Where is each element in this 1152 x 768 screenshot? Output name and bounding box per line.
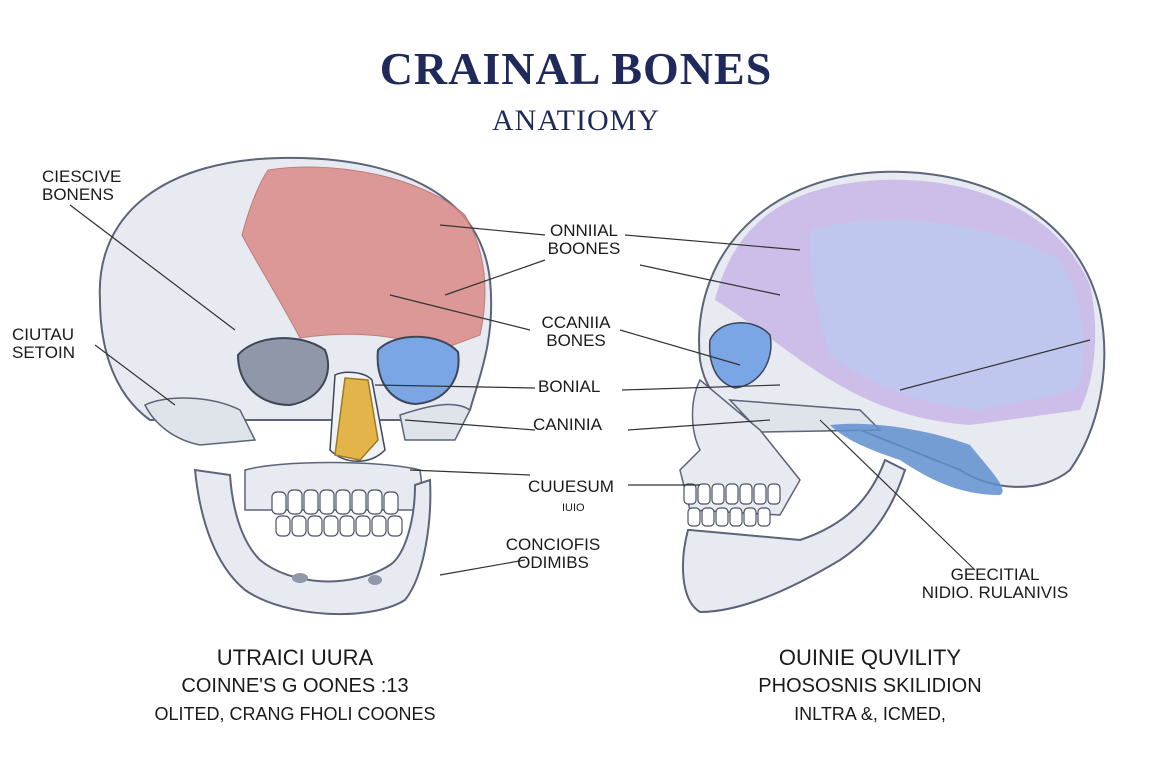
skull-base [830,423,1003,495]
lateral-face [679,378,801,516]
leader-lines [69,204,1091,576]
label-center-1-line1: ONNIIAL [549,221,619,240]
page-subtitle: ANATIOMY [492,104,660,137]
label-center-2: CCANIIA BONES [524,314,628,350]
caption-left-line3: OLITED, CRANG FHOLI COONES [154,704,436,724]
label-center-2-line2: BONES [546,331,606,350]
lateral-skull [679,170,1106,614]
lateral-orbit [708,322,772,389]
caption-right-line3: INLTRA &, ICMED, [794,704,946,724]
label-center-6: CONCIOFIS ODIMIBS [500,536,606,572]
caption-right-line1: OUINIE QUVILITY [778,645,962,670]
label-center-5-small: IUIO [562,502,585,514]
label-top-left-line2: BONENS [42,185,114,204]
label-right-line2: NIDIO. RULANIVIS [921,583,1069,602]
label-center-1: ONNIIAL BOONES [536,222,632,258]
label-top-left-line1: CIESCIVE [42,167,122,186]
label-mid-left-line1: CIUTAU [12,325,75,344]
caption-left: UTRAICI UURA COINNE'S G OONES :13 OLITED… [150,644,440,728]
label-center-5: CUUESUM [528,477,614,496]
caption-right: OUINIE QUVILITY PHOSOSNIS SKILIDION INLT… [720,644,1020,728]
caption-right-line2: PHOSOSNIS SKILIDION [758,675,982,697]
caption-left-line2: COINNE'S G OONES :13 [181,675,409,697]
label-right: GEECITIAL NIDIO. RULANIVIS [910,566,1080,602]
zygomatic-left [143,397,257,446]
parietal-inner-region [809,220,1084,410]
label-center-2-line1: CCANIIA [541,313,611,332]
nasal-bone [334,377,379,461]
label-mid-left: CIUTAU SETOIN [12,326,75,362]
mental-foramen [292,573,308,583]
front-skull [98,156,493,616]
page-title: CRAINAL BONES [379,43,773,94]
orbit-right [376,335,460,406]
mental-foramen-2 [368,575,382,585]
upper-teeth [271,489,399,515]
label-center-1-line2: BOONES [547,239,621,258]
orbit-left [236,337,330,407]
label-center-6-line1: CONCIOFIS [505,535,601,554]
label-center-3: BONIAL [538,377,601,396]
label-center-6-line2: ODIMIBS [517,553,589,572]
caption-left-line1: UTRAICI UURA [216,645,374,670]
label-right-line1: GEECITIAL [950,565,1040,584]
lateral-mandible [682,458,907,614]
label-top-left: CIESCIVE BONENS [42,168,121,204]
lateral-teeth [683,483,781,527]
label-center-4: CANINIA [533,415,602,434]
lower-teeth [275,515,403,537]
label-mid-left-line2: SETOIN [12,343,75,362]
